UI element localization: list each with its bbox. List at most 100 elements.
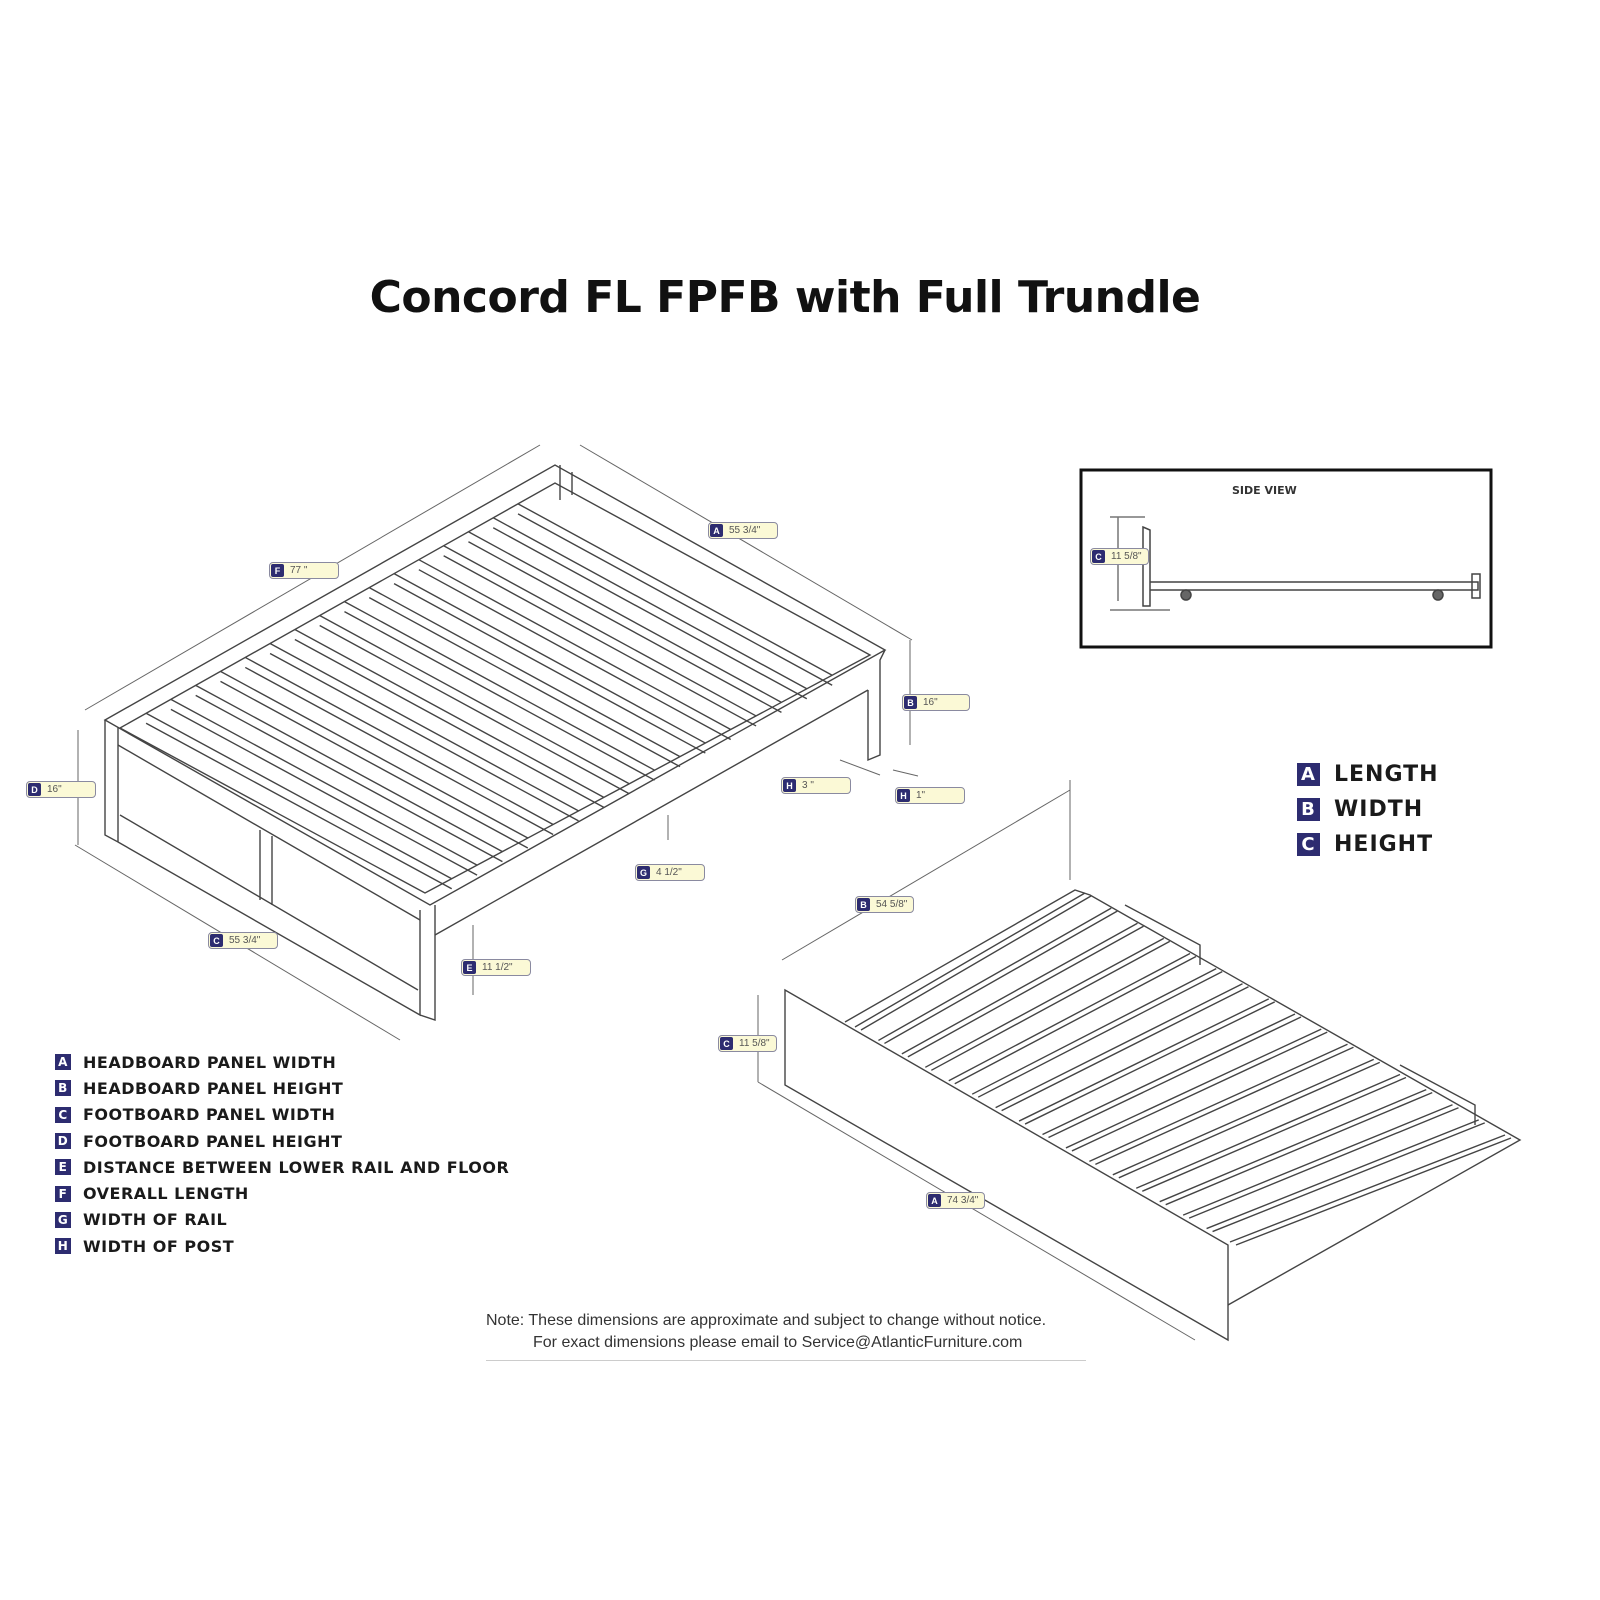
trundle-slat [1229,1134,1512,1246]
legend-key: A [1297,763,1320,786]
side-view-illustration [1110,516,1481,611]
side-rail-headboard-post [434,649,886,936]
bed-slat [393,573,706,754]
trundle-front-panel [784,988,1229,1342]
trundle-slat [1135,1073,1407,1192]
legend-label: FOOTBOARD PANEL HEIGHT [83,1131,343,1151]
dim-key: A [928,1194,941,1207]
bed-slat [468,531,782,713]
dim-value: 11 5/8" [1111,551,1142,562]
bed-slat [220,670,529,849]
bed-slat [294,628,605,808]
bed-slat [145,712,453,890]
trundle-slat [948,952,1197,1085]
dim-value: 4 1/2" [656,867,682,878]
bed-frame-illustration [103,464,887,1021]
legend-label: FOOTBOARD PANEL WIDTH [83,1105,336,1125]
dim-value: 3 " [802,780,814,791]
legend-key: C [1297,833,1320,856]
trundle-slat [1018,998,1276,1125]
trundle-slat [1089,1043,1354,1166]
note-line-1: Note: These dimensions are approximate a… [486,1312,1047,1329]
note-line-2: For exact dimensions please email to Ser… [533,1334,1023,1351]
bed-slat [170,698,478,876]
headboard-post [559,465,573,500]
legend-key: B [1297,798,1320,821]
trundle-slat [878,907,1118,1045]
dim-value: 1" [916,790,926,801]
dim-key: D [28,783,41,796]
bed-slat [443,545,757,727]
dim-key: B [904,696,917,709]
bed-slat [517,503,833,686]
dim-value: 11 1/2" [482,962,513,973]
dim-value: 55 3/4" [729,525,761,536]
dim-value: 74 3/4" [947,1195,979,1206]
dim-line-top [84,444,913,711]
dim-key: G [637,866,650,879]
legend-key: B [55,1080,71,1097]
trundle-slat [901,922,1144,1058]
dim-value: 54 5/8" [876,899,908,910]
dim-key: E [463,961,476,974]
side-view-dim-chip: C 11 5/8" [1090,548,1149,565]
dim-key: F [271,564,284,577]
bed-inner-frame [118,482,872,894]
dim-key: A [710,524,723,537]
trundle-slat [924,937,1171,1071]
trundle-slat [1112,1058,1381,1179]
trundle-dim-chip-length: A 74 3/4" [926,1192,986,1209]
side-view-title: SIDE VIEW [1232,484,1297,497]
bed-slat [269,642,579,822]
trundle-slat [1159,1088,1433,1206]
footboard-posts [104,720,436,1021]
dim-chip-rail-floor-distance: E 11 1/2" [461,959,531,976]
dim-value: 16" [923,697,938,708]
trundle-slat [1065,1028,1328,1152]
legend-label: WIDTH OF RAIL [83,1210,228,1230]
dim-value: 55 3/4" [229,935,261,946]
dim-chip-overall-length: F 77 " [269,562,339,579]
note-divider [486,1360,1086,1361]
legend-label: HEIGHT [1334,832,1434,857]
legend-label: OVERALL LENGTH [83,1184,249,1204]
legend-item: C HEIGHT [1297,827,1439,862]
bed-slat [492,517,808,700]
legend-label: WIDTH OF POST [83,1236,235,1256]
legend-key: F [55,1185,71,1202]
trundle-slat [1182,1104,1459,1219]
legend-key: G [55,1211,71,1228]
trundle-slat [995,983,1249,1112]
bed-slat [418,559,732,741]
dim-chip-headboard-height: B 16" [902,694,970,711]
dim-key: C [720,1037,733,1050]
dim-chip-rail-width: G 4 1/2" [635,864,705,881]
bed-slat [244,656,554,836]
trundle-frame [844,889,1522,1306]
dim-key: B [857,898,870,911]
dim-value: 77 " [290,565,308,576]
dim-key: C [1092,550,1105,563]
dim-lines-bed [74,640,919,1041]
legend-key: A [55,1054,71,1071]
legend-label: DISTANCE BETWEEN LOWER RAIL AND FLOOR [83,1157,510,1177]
legend-item: G WIDTH OF RAIL [55,1207,509,1233]
diagram-title: Concord FL FPFB with Full Trundle [369,272,1201,323]
trundle-slat [1206,1119,1486,1233]
legend-item: F OVERALL LENGTH [55,1180,509,1206]
bed-slat [195,684,503,863]
side-view-frame [1079,468,1493,649]
bed-slat [368,587,681,768]
